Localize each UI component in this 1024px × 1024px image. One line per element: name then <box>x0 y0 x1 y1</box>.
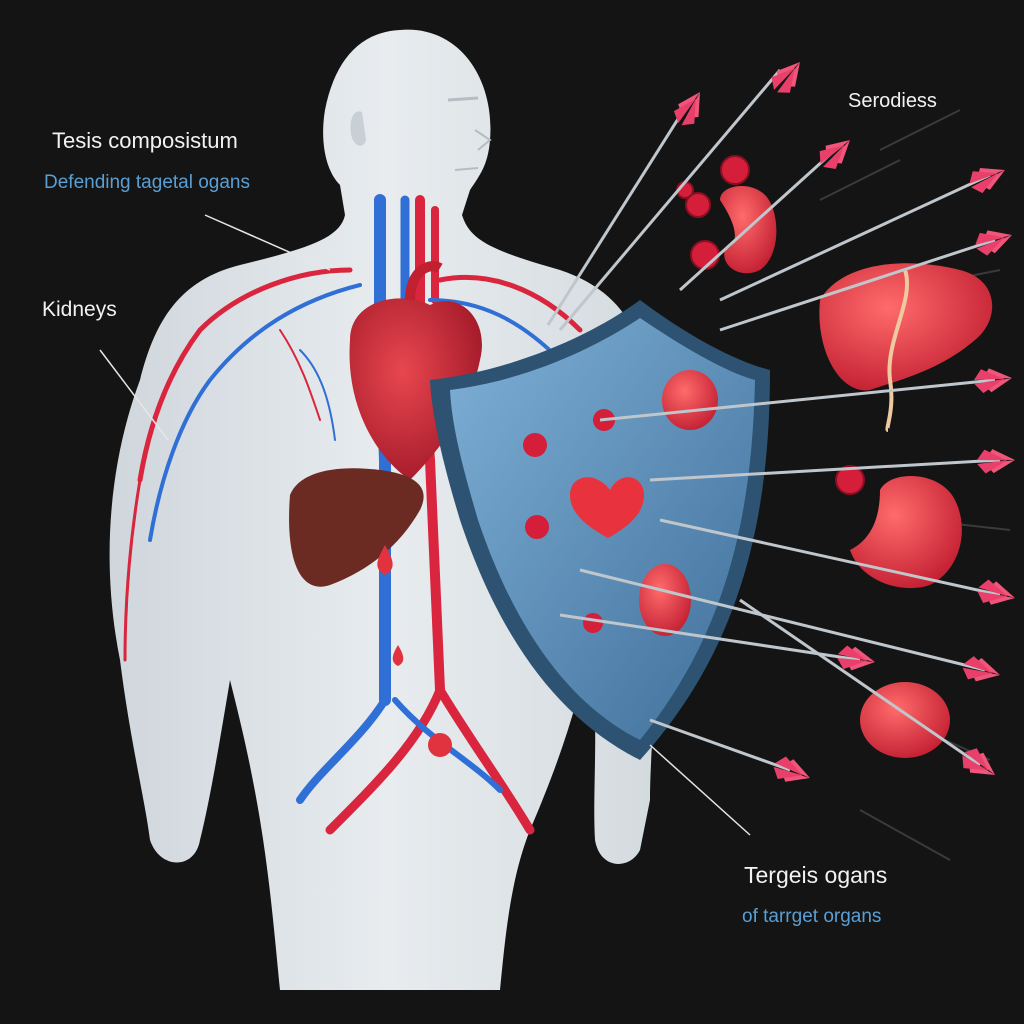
label-bottom-subtitle: of tarrget organs <box>742 906 882 927</box>
label-kidneys: Kidneys <box>42 298 117 321</box>
heart <box>349 261 482 480</box>
virus-particles <box>676 155 865 495</box>
liver <box>289 468 424 587</box>
shield-organs <box>523 370 718 636</box>
target-organs <box>720 185 993 758</box>
diagram-title: Tesis composistum <box>52 128 238 153</box>
label-pointer-lines <box>99 214 751 836</box>
arrows <box>546 69 1001 772</box>
diagram-subtitle: Defending tagetal ogans <box>44 172 250 193</box>
label-bottom-title: Tergeis ogans <box>744 862 888 888</box>
label-top-right: Serodiess <box>848 90 937 112</box>
blood-drops <box>377 545 452 757</box>
